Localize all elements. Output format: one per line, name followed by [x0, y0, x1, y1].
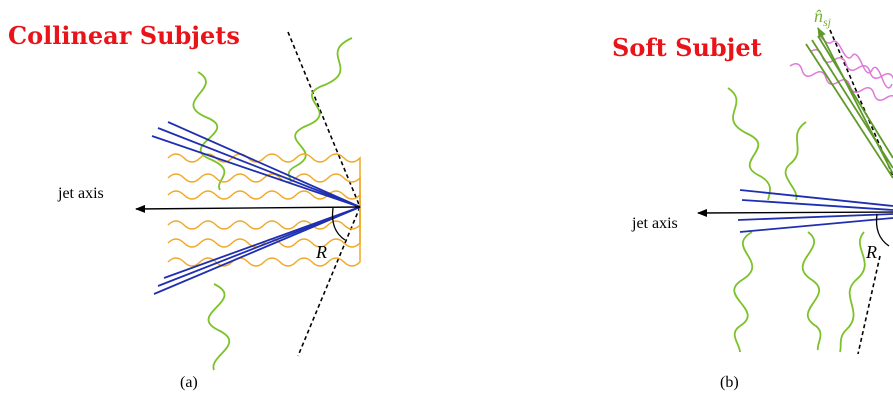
soft-gluon [839, 231, 866, 353]
panel-a-cone-boundary-upper [287, 31, 361, 208]
panel-b-jet-axis-arrow [697, 208, 893, 217]
panel-b-title: Soft Subjet [612, 33, 762, 62]
subjet-line [805, 43, 893, 179]
soft-gluon [784, 121, 807, 201]
soft-gluon [733, 231, 754, 353]
panel-b-radius-label: R [865, 242, 877, 262]
panel-a-collinear-gluons [167, 153, 361, 267]
quark-line [737, 213, 893, 221]
panel-a-angle-arc [331, 207, 346, 241]
collinear-gluon [167, 207, 361, 230]
panel-a-cone-boundary-lower [297, 206, 361, 357]
panel-b-subjet-gluons [789, 35, 893, 101]
panel-b: Soft Subjet n̂sj [612, 6, 893, 391]
quark-line [739, 189, 893, 207]
collinear-gluon [167, 207, 361, 248]
collinear-gluon [167, 173, 361, 207]
panel-a-jet-axis-arrow [135, 204, 361, 213]
panel-a-radius-label: R [315, 242, 327, 262]
quark-line [151, 135, 361, 208]
panel-a-jet-axis-label: jet axis [57, 185, 104, 202]
panel-b-soft-gluons [727, 87, 866, 353]
panel-b-jet-axis-label: jet axis [631, 215, 678, 232]
panel-a-soft-gluons [192, 37, 353, 371]
collinear-gluon [167, 207, 361, 267]
panel-b-quark-lines [737, 189, 893, 233]
subjet-line [817, 35, 893, 159]
panel-a-quark-lines [151, 121, 361, 295]
subjet-gluon [819, 35, 893, 89]
quark-line [157, 206, 361, 287]
soft-gluon [207, 283, 231, 371]
panel-b-caption: (b) [720, 374, 739, 391]
panel-b-cone-boundary-lower [857, 255, 881, 355]
panel-a: Collinear Subjets [8, 21, 361, 391]
collinear-gluon [167, 153, 361, 207]
panel-a-title: Collinear Subjets [8, 21, 240, 50]
quark-line [153, 206, 361, 295]
soft-gluon [192, 71, 226, 191]
quark-line [739, 217, 893, 233]
soft-gluon [801, 231, 822, 351]
soft-gluon [727, 87, 771, 201]
panel-b-angle-arc [875, 213, 890, 247]
panel-b-cone-boundary-upper [829, 29, 893, 177]
quark-line [167, 121, 361, 208]
quark-line [157, 127, 361, 208]
panel-a-caption: (a) [180, 374, 198, 391]
quark-line [741, 199, 893, 211]
panel-b-subjet-axis-arrow [817, 27, 893, 175]
panel-b-subjet-axis-label: n̂sj [814, 6, 832, 29]
soft-gluon [287, 37, 353, 183]
